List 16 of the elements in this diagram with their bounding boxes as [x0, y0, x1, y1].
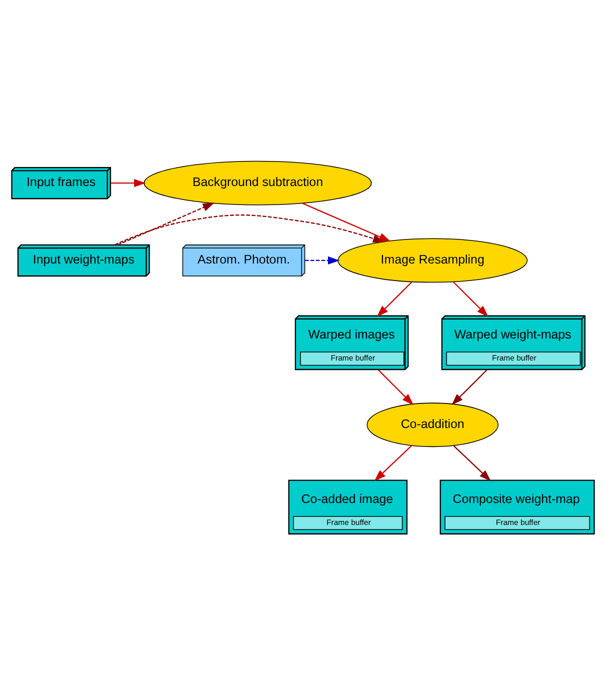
node-box: Co-added image Frame buffer: [288, 480, 408, 534]
arrow: [110, 179, 146, 188]
arrow: [117, 202, 215, 246]
node-box: Composite weight-map Frame buffer: [440, 480, 595, 534]
arrow: [304, 256, 340, 265]
arrow: [376, 282, 412, 317]
arrow: [453, 445, 491, 482]
arrow: [378, 369, 414, 406]
arrow: [114, 214, 385, 246]
arrow: [452, 282, 488, 317]
node-ellipse: Background subtraction: [144, 160, 372, 206]
node-ellipse: Image Resampling: [338, 238, 528, 283]
arrow: [452, 369, 488, 406]
node-ellipse: Co-addition: [366, 402, 498, 448]
arrow: [302, 202, 391, 242]
arrow: [374, 445, 412, 482]
